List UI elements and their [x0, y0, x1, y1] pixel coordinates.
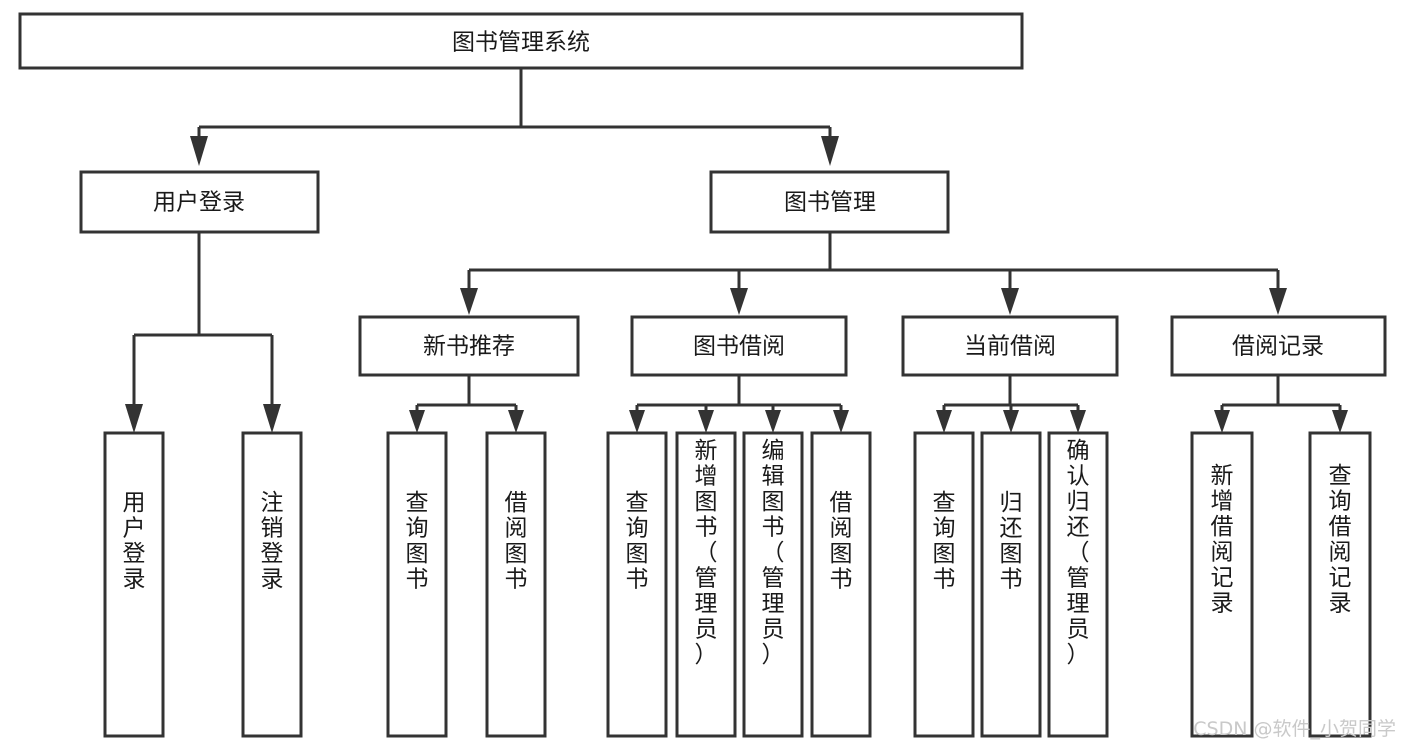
node-new-book-recommend-label: 新书推荐: [423, 334, 515, 360]
node-user-login-box[interactable]: [79, 170, 320, 234]
leaf-add-record-label: 新增借阅记录: [1211, 463, 1234, 617]
leaf-node-add-record[interactable]: 新增借阅记录: [1190, 431, 1254, 738]
leaf-node-query-book-1[interactable]: 查询图书: [386, 431, 448, 738]
leaf-node-borrow-book-1[interactable]: 借阅图书: [485, 431, 547, 738]
node-borrow-record[interactable]: 借阅记录: [1170, 315, 1387, 377]
connector-group-borrow-record: [1214, 375, 1348, 433]
leaf-query-book-3-box[interactable]: [913, 431, 975, 738]
leaf-node-edit-book[interactable]: 编辑图书（管理员）: [742, 431, 804, 738]
node-book-manage-label: 图书管理: [784, 190, 876, 216]
arrow-head-leaf-add-record: [1214, 410, 1230, 433]
arrow-head-leaf-borrow-book-2: [833, 410, 849, 433]
leaf-query-book-1-box[interactable]: [386, 431, 448, 738]
leaf-query-record-label: 查询借阅记录: [1329, 463, 1352, 617]
leaf-confirm-return-label: 确认归还（管理员）: [1067, 438, 1090, 668]
leaf-node-logout-login[interactable]: 注销登录: [241, 431, 303, 738]
connector-group-root: [190, 68, 839, 166]
leaf-user-login-label: 用户登录: [123, 490, 146, 593]
connector-group-book-borrow: [629, 375, 849, 433]
node-root-label: 图书管理系统: [452, 30, 590, 56]
node-root-box[interactable]: [18, 12, 1024, 70]
leaf-edit-book-label: 编辑图书（管理员）: [762, 438, 785, 668]
leaf-query-book-2-box[interactable]: [606, 431, 668, 738]
leaf-node-query-book-2[interactable]: 查询图书: [606, 431, 668, 738]
node-book-borrow-box[interactable]: [630, 315, 848, 377]
node-root[interactable]: 图书管理系统: [18, 12, 1024, 70]
leaf-logout-login-box[interactable]: [241, 431, 303, 738]
csdn-watermark: CSDN @软件_小贺同学: [1193, 718, 1396, 740]
node-current-borrow-box[interactable]: [901, 315, 1119, 377]
leaf-add-book-label: 新增图书（管理员）: [695, 438, 718, 668]
arrow-head-leaf-query-record: [1332, 410, 1348, 433]
leaf-user-login-box[interactable]: [103, 431, 165, 738]
connector-group-new-book-recommend: [409, 375, 524, 433]
arrow-head-leaf-add-book: [698, 410, 714, 433]
leaf-edit-book-box[interactable]: [742, 431, 804, 738]
leaf-return-book-box[interactable]: [980, 431, 1042, 738]
node-current-borrow[interactable]: 当前借阅: [901, 315, 1119, 377]
leaf-node-query-record[interactable]: 查询借阅记录: [1308, 431, 1372, 738]
leaf-borrow-book-2-box[interactable]: [810, 431, 872, 738]
arrow-head-leaf-return-book: [1003, 410, 1019, 433]
leaf-node-user-login[interactable]: 用户登录: [103, 431, 165, 738]
arrow-head-current-borrow: [1001, 288, 1019, 315]
leaf-return-book-label: 归还图书: [1000, 490, 1023, 593]
node-book-borrow[interactable]: 图书借阅: [630, 315, 848, 377]
arrow-head-user-login: [190, 136, 208, 166]
connector-group-book-manage: [460, 232, 1287, 315]
connector-group-user-login: [125, 232, 281, 433]
arrow-head-book-manage: [821, 136, 839, 166]
leaf-node-query-book-3[interactable]: 查询图书: [913, 431, 975, 738]
node-current-borrow-label: 当前借阅: [964, 334, 1056, 360]
arrow-head-leaf-logout-login: [263, 404, 281, 433]
leaf-logout-login-label: 注销登录: [261, 490, 284, 593]
node-user-login-label: 用户登录: [153, 190, 245, 216]
connector-group-current-borrow: [936, 375, 1086, 433]
arrow-head-borrow-record: [1269, 288, 1287, 315]
arrow-head-book-borrow: [730, 288, 748, 315]
leaf-node-borrow-book-2[interactable]: 借阅图书: [810, 431, 872, 738]
leaf-borrow-book-1-box[interactable]: [485, 431, 547, 738]
arrow-head-leaf-query-book-2: [629, 410, 645, 433]
node-borrow-record-label: 借阅记录: [1232, 334, 1324, 360]
arrow-head-leaf-query-book-3: [936, 410, 952, 433]
leaf-query-book-2-label: 查询图书: [626, 490, 649, 593]
node-user-login[interactable]: 用户登录: [79, 170, 320, 234]
leaf-node-confirm-return[interactable]: 确认归还（管理员）: [1047, 431, 1109, 738]
node-book-manage[interactable]: 图书管理: [709, 170, 950, 234]
leaf-query-book-1-label: 查询图书: [406, 490, 429, 593]
leaf-node-return-book[interactable]: 归还图书: [980, 431, 1042, 738]
node-new-book-recommend[interactable]: 新书推荐: [358, 315, 580, 377]
leaf-borrow-book-2-label: 借阅图书: [830, 490, 853, 593]
leaf-node-add-book[interactable]: 新增图书（管理员）: [675, 431, 737, 738]
arrow-head-leaf-edit-book: [765, 410, 781, 433]
arrow-head-leaf-query-book-1: [409, 410, 425, 433]
leaf-add-record-box[interactable]: [1190, 431, 1254, 738]
node-borrow-record-box[interactable]: [1170, 315, 1387, 377]
leaf-query-book-3-label: 查询图书: [933, 490, 956, 593]
node-new-book-recommend-box[interactable]: [358, 315, 580, 377]
node-book-borrow-label: 图书借阅: [693, 334, 785, 360]
leaf-add-book-box[interactable]: [675, 431, 737, 738]
arrow-head-new-book-recommend: [460, 288, 478, 315]
arrow-head-leaf-user-login: [125, 404, 143, 433]
node-book-manage-box[interactable]: [709, 170, 950, 234]
arrow-head-leaf-confirm-return: [1070, 410, 1086, 433]
leaf-confirm-return-box[interactable]: [1047, 431, 1109, 738]
leaf-query-record-box[interactable]: [1308, 431, 1372, 738]
arrow-head-leaf-borrow-book-1: [508, 410, 524, 433]
leaf-borrow-book-1-label: 借阅图书: [505, 490, 528, 593]
